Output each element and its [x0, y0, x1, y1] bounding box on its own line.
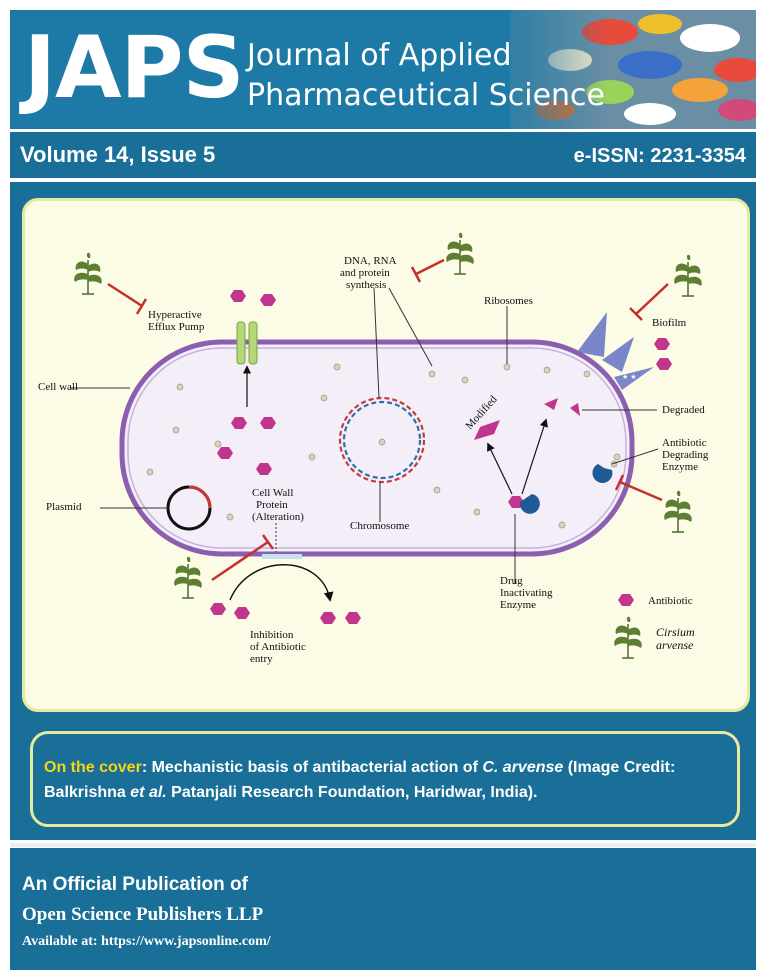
caption-text-a: : Mechanistic basis of antibacterial act… [141, 759, 483, 776]
bacterial-cell [119, 339, 635, 557]
issue-bar: Volume 14, Issue 5 e-ISSN: 2231-3354 [10, 132, 756, 178]
caption-box [30, 731, 740, 827]
divider [10, 843, 756, 847]
drug-inactivating-enzyme [508, 494, 540, 514]
label-inhib-3: entry [250, 653, 273, 665]
journal-logo: JAPS [24, 18, 245, 118]
label-cwp-2: Protein [256, 499, 288, 511]
ribosome-dots [146, 363, 621, 529]
label-plasmid: Plasmid [46, 501, 82, 513]
cover-figure: ★ ★ [38, 231, 709, 665]
journal-title-line1: Journal of Applied [247, 38, 512, 73]
label-inhib-1: Inhibition [250, 629, 294, 641]
legend-cirsium-2: arvense [656, 638, 694, 652]
label-cwp-3: (Alteration) [252, 511, 304, 523]
legend-cirsium-1: Cirsium [656, 625, 695, 639]
label-efflux-2: Efflux Pump [148, 321, 205, 333]
label-ade-3: Enzyme [662, 461, 698, 473]
label-dna-1: DNA, RNA [344, 255, 397, 267]
caption-text-b: (Image Credit: Balkrishna [44, 759, 676, 801]
footer-publication: An Official Publication of [22, 874, 248, 895]
footer [10, 848, 756, 970]
label-die-2: Inactivating [500, 587, 553, 599]
inhibitor-markers [107, 258, 669, 582]
footer-publisher: Open Science Publishers LLP [22, 904, 264, 925]
svg-text:★ ★: ★ ★ [622, 373, 637, 381]
chromosome-ring [338, 396, 426, 484]
volume-issue: Volume 14, Issue 5 [20, 142, 216, 167]
pills-photo [480, 10, 756, 129]
journal-banner: JAPS Journal of Applied Pharmaceutical S… [10, 10, 756, 129]
label-biofilm: Biofilm [652, 317, 687, 329]
label-die-1: Drug [500, 575, 523, 587]
label-die-3: Enzyme [500, 599, 536, 611]
degraded-fragment-1 [544, 398, 558, 410]
degraded-fragment-2 [570, 403, 580, 416]
modified-antibiotic [474, 420, 500, 440]
caption-species: C. arvense [482, 759, 564, 776]
journal-title-line2: Pharmaceutical Science [247, 78, 606, 113]
label-dna-2: and protein [340, 267, 390, 279]
label-cwp-1: Cell Wall [252, 487, 293, 499]
label-chromosome: Chromosome [350, 520, 409, 532]
label-degraded: Degraded [662, 404, 705, 416]
caption-lead: On the cover [44, 759, 142, 776]
biofilm-spikes: ★ ★ [577, 312, 654, 390]
label-inhib-2: of Antibiotic [250, 641, 306, 653]
eissn: e-ISSN: 2231-3354 [573, 145, 746, 167]
label-ade-2: Degrading [662, 449, 709, 461]
label-cell-wall: Cell wall [38, 381, 78, 393]
label-efflux-1: Hyperactive [148, 309, 202, 321]
efflux-pump [236, 321, 258, 407]
footer-url[interactable]: Available at: https://www.japsonline.com… [22, 934, 271, 949]
label-dna-3: synthesis [346, 279, 386, 291]
caption-etal: et al. [130, 784, 167, 801]
degrading-enzyme [592, 464, 613, 483]
caption-text-c: Patanjali Research Foundation, Haridwar,… [166, 784, 538, 801]
label-ade-1: Antibiotic [662, 437, 707, 449]
legend-antibiotic: Antibiotic [648, 595, 693, 607]
cover-caption: On the cover: Mechanistic basis of antib… [44, 755, 724, 805]
label-ribosomes: Ribosomes [484, 295, 533, 307]
